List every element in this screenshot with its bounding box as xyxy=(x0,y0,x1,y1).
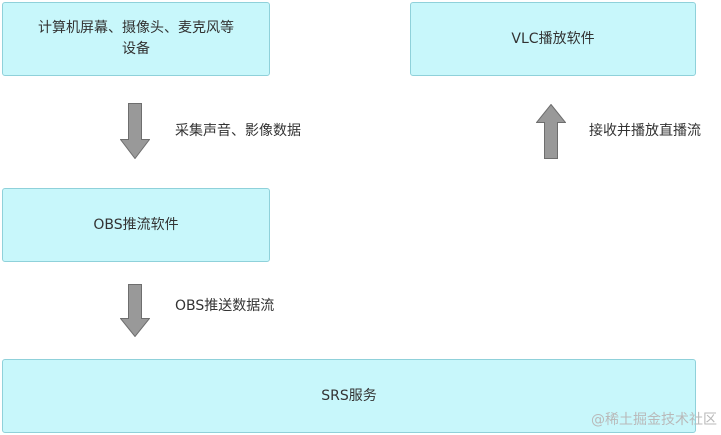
arrow-down-collect-icon xyxy=(120,103,150,159)
node-vlc-label: VLC播放软件 xyxy=(511,30,595,47)
node-srs-label: SRS服务 xyxy=(321,387,377,404)
arrow-down-push-icon xyxy=(120,284,150,337)
node-srs-server: SRS服务 xyxy=(2,359,696,433)
node-vlc-player: VLC播放软件 xyxy=(410,2,696,76)
edge-label-pull: 接收并播放直播流 xyxy=(589,123,701,139)
node-devices-label: 计算机屏幕、摄像头、麦克风等设备 xyxy=(38,20,234,57)
watermark: @稀土掘金技术社区 xyxy=(591,412,717,428)
node-obs-streamer: OBS推流软件 xyxy=(2,188,270,262)
node-devices: 计算机屏幕、摄像头、麦克风等设备 xyxy=(2,2,270,76)
arrow-up-pull-icon xyxy=(536,104,566,159)
edge-label-collect: 采集声音、影像数据 xyxy=(175,123,301,139)
edge-label-push: OBS推送数据流 xyxy=(175,298,275,314)
node-obs-label: OBS推流软件 xyxy=(93,216,179,233)
